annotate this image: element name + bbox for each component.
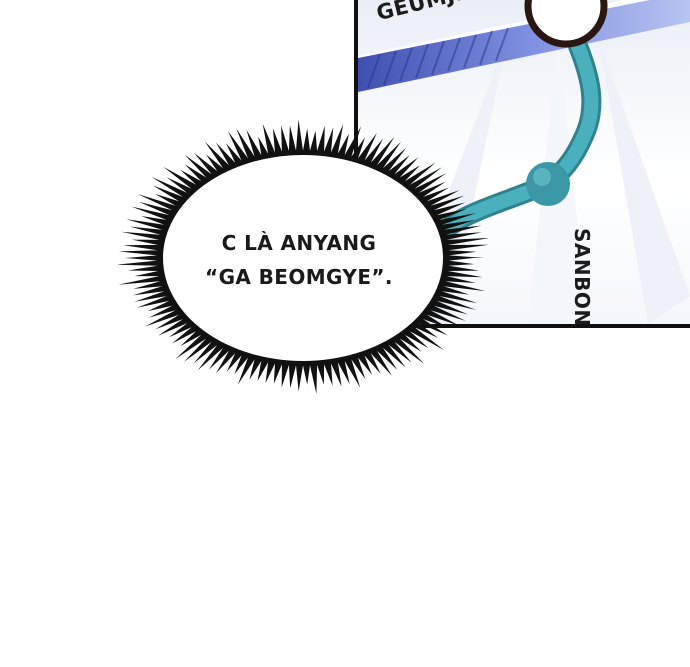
speech-line-1: C LÀ ANYANG <box>221 231 377 255</box>
station-node <box>526 162 570 206</box>
speech-line-2: “GA BEOMGYE”. <box>205 265 393 289</box>
station-ring <box>524 0 608 48</box>
teal-line <box>441 39 599 235</box>
station-label-sanbon: SANBON <box>570 228 594 327</box>
stripe-hatching <box>367 27 509 89</box>
speech-bubble-body <box>163 155 443 361</box>
subway-line-stripe <box>358 0 690 92</box>
speech-bubble <box>118 119 488 394</box>
light-ray <box>598 36 690 324</box>
station-highlight <box>533 168 551 186</box>
speech-bubble-text: C LÀ ANYANG “GA BEOMGYE”. <box>168 226 430 294</box>
